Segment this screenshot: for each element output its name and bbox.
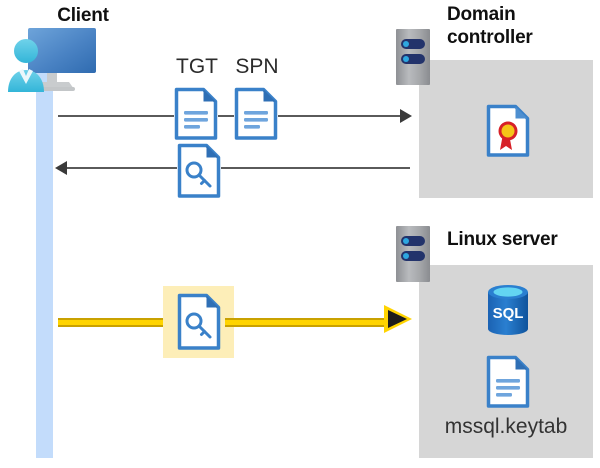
domain-controller-title-line2: controller bbox=[447, 27, 533, 48]
spn-label: SPN bbox=[235, 55, 279, 78]
user-computer-icon bbox=[5, 26, 101, 96]
server-rack-icon bbox=[396, 226, 430, 282]
service-ticket-arrowhead bbox=[383, 304, 413, 334]
text-document-icon bbox=[234, 87, 278, 140]
certificate-document-icon bbox=[486, 104, 530, 157]
key-document-icon bbox=[177, 293, 221, 350]
client-title: Client bbox=[57, 5, 109, 26]
service-ticket-line-left bbox=[58, 318, 168, 327]
sql-database-label: SQL bbox=[493, 305, 524, 322]
client-lifeline bbox=[36, 60, 53, 458]
keytab-caption: mssql.keytab bbox=[444, 415, 568, 438]
text-document-icon bbox=[174, 87, 218, 140]
request-flow-arrowhead bbox=[400, 109, 412, 123]
linux-server-title: Linux server bbox=[447, 229, 558, 250]
service-ticket-line-right bbox=[225, 318, 387, 327]
keytab-document-icon bbox=[486, 355, 530, 408]
key-document-icon bbox=[177, 143, 221, 198]
response-flow-line bbox=[62, 167, 410, 169]
request-flow-line bbox=[58, 115, 406, 117]
domain-controller-title-line1: Domain bbox=[447, 4, 516, 25]
sql-database-icon: SQL bbox=[484, 283, 532, 338]
tgt-label: TGT bbox=[176, 55, 218, 78]
server-rack-icon bbox=[396, 29, 430, 85]
response-flow-arrowhead bbox=[55, 161, 67, 175]
